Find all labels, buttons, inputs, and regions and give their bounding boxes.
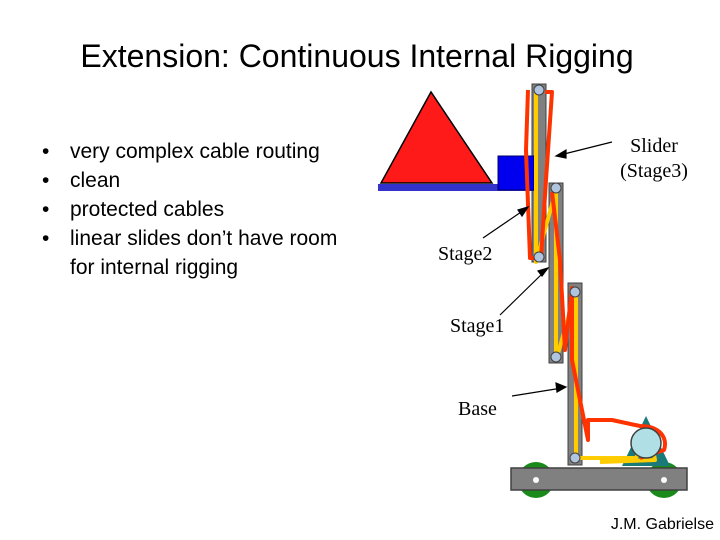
- wheel-axle: [533, 477, 539, 483]
- slider-label-line2: (Stage3): [620, 160, 688, 182]
- stage2-arrow: [482, 209, 525, 239]
- pulley: [550, 182, 562, 194]
- stage2-label: Stage2: [438, 243, 493, 265]
- arrowhead: [554, 148, 567, 159]
- pulley: [533, 251, 545, 263]
- load-triangle: [379, 90, 494, 184]
- platform: [378, 184, 538, 191]
- arrowhead: [536, 266, 550, 277]
- base-arrow: [511, 387, 563, 397]
- base-bar: [510, 467, 688, 491]
- top-pulley: [533, 84, 545, 96]
- author-credit: J.M. Gabrielse: [610, 516, 714, 533]
- slide-title: Extension: Continuous Internal Rigging: [80, 38, 634, 74]
- arrowhead: [555, 382, 568, 393]
- pulley: [550, 351, 562, 363]
- wheel-axle: [661, 477, 667, 483]
- stage1-arrow: [499, 270, 546, 316]
- slider-label: Slider (Stage3): [610, 134, 698, 184]
- bullet-list: very complex cable routing clean protect…: [42, 137, 342, 282]
- base-pulley: [630, 427, 662, 459]
- arrowhead: [517, 205, 530, 218]
- bullet-item: protected cables: [42, 195, 342, 224]
- pulley: [569, 286, 581, 298]
- stage1-label: Stage1: [450, 315, 505, 337]
- base-label: Base: [458, 398, 497, 420]
- bullet-item: clean: [42, 166, 342, 195]
- bullet-item: very complex cable routing: [42, 137, 342, 166]
- bullet-item: linear slides don’t have room for intern…: [42, 224, 342, 282]
- slider-arrow: [559, 141, 613, 156]
- pulley: [569, 452, 581, 464]
- slider-label-line1: Slider: [630, 135, 678, 157]
